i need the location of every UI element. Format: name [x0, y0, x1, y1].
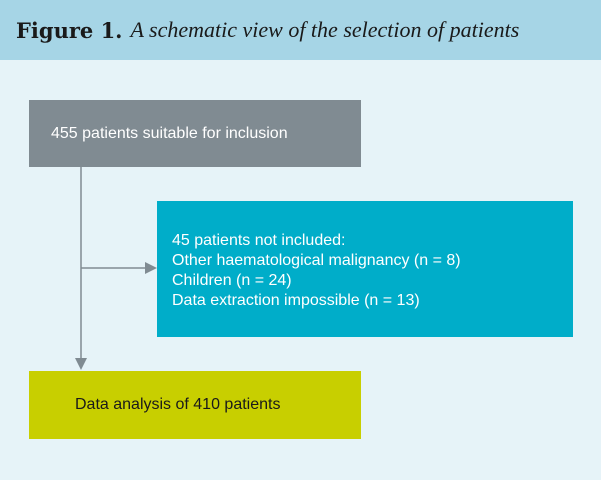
down-arrowhead [75, 358, 87, 370]
figure-label: Figure 1. [16, 17, 123, 43]
right-arrowhead [145, 262, 157, 274]
excluded-item: Children (n = 24) [172, 272, 292, 289]
excluded-item: Other haematological malignancy (n = 8) [172, 252, 461, 269]
analysis-text: Data analysis of 410 patients [75, 396, 281, 413]
excluded-heading: 45 patients not included: [172, 232, 346, 249]
figure-caption: Figure 1. A schematic view of the select… [0, 0, 601, 60]
analysis-box: Data analysis of 410 patients [29, 371, 361, 439]
excluded-item: Data extraction impossible (n = 13) [172, 292, 420, 309]
figure-title: A schematic view of the selection of pat… [130, 17, 520, 42]
inclusion-box: 455 patients suitable for inclusion [29, 100, 361, 167]
inclusion-text: 455 patients suitable for inclusion [51, 124, 288, 142]
excluded-box: 45 patients not included: Other haematol… [157, 201, 573, 337]
